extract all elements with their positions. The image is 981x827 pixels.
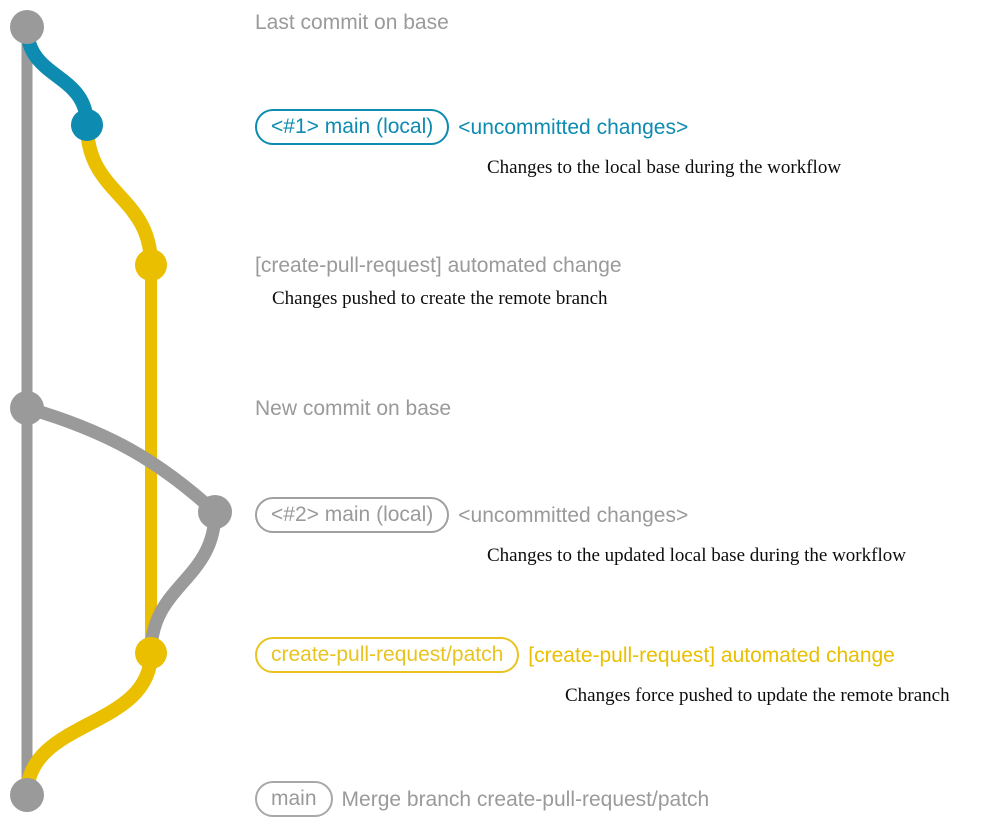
commit-subject-remote-create: [create-pull-request] automated change — [255, 254, 622, 277]
commit-node-remote-create[interactable] — [135, 249, 167, 281]
commit-row-local-1: <#1> main (local) <uncommitted changes> Ch… — [255, 109, 841, 177]
commit-node-local-1[interactable] — [71, 109, 103, 141]
commit-node-remote-update[interactable] — [135, 637, 167, 669]
commit-description-remote-create: Changes pushed to create the remote bran… — [272, 288, 608, 309]
commit-row-head: [create-pull-request] automated change — [255, 255, 622, 276]
commit-node-new-commit-on-base[interactable] — [10, 391, 44, 425]
commit-description-local-2: Changes to the updated local base during… — [487, 545, 906, 566]
commit-node-merge-main[interactable] — [10, 778, 44, 812]
graph-edge-local-1-to-remote — [80, 118, 158, 272]
commit-node-local-2[interactable] — [198, 495, 232, 529]
commit-description-local-1: Changes to the local base during the wor… — [487, 157, 842, 178]
commit-subject-remote-update: [create-pull-request] automated change — [528, 643, 895, 667]
commit-row-head: <#1> main (local) <uncommitted changes> — [255, 109, 688, 145]
commit-row-local-2: <#2> main (local) <uncommitted changes> Ch… — [255, 497, 906, 565]
graph-edges — [20, 20, 222, 802]
graph-edge-branch-to-local-1 — [20, 20, 94, 132]
commit-row-remote-update: create-pull-request/patch [create-pull-re… — [255, 637, 950, 705]
commit-row-head: create-pull-request/patch [create-pull-re… — [255, 637, 895, 673]
commit-node-last-commit-on-base[interactable] — [10, 10, 44, 44]
commit-row-head: Last commit on base — [255, 12, 449, 33]
branch-badge-remote-update[interactable]: create-pull-request/patch — [255, 637, 520, 673]
commit-subject-last-commit-on-base: Last commit on base — [255, 11, 449, 34]
graph-nodes — [10, 10, 232, 812]
commit-row-head: <#2> main (local) <uncommitted changes> — [255, 497, 688, 533]
branch-badge-merge-main[interactable]: main — [255, 781, 333, 817]
commit-subject-local-1: <uncommitted changes> — [458, 115, 689, 139]
graph-edge-local-2-to-remote — [144, 505, 222, 660]
commit-row-last-commit-on-base: Last commit on base — [255, 12, 449, 33]
branch-badge-local-2[interactable]: <#2> main (local) — [255, 497, 450, 533]
commit-row-new-commit-on-base: New commit on base — [255, 398, 451, 419]
commit-description-remote-update: Changes force pushed to update the remot… — [565, 685, 950, 706]
commit-row-head: main Merge branch create-pull-request/pat… — [255, 781, 709, 817]
commit-row-merge-main: main Merge branch create-pull-request/pat… — [255, 781, 709, 817]
commit-row-head: New commit on base — [255, 398, 451, 419]
commit-subject-local-2: <uncommitted changes> — [458, 503, 689, 527]
commit-subject-new-commit-on-base: New commit on base — [255, 397, 452, 420]
branch-badge-local-1[interactable]: <#1> main (local) — [255, 109, 450, 145]
graph-edge-remote-to-merge — [20, 646, 158, 802]
commit-subject-merge-main: Merge branch create-pull-request/patch — [341, 787, 710, 811]
graph-edge-base-to-local-2 — [20, 401, 222, 519]
